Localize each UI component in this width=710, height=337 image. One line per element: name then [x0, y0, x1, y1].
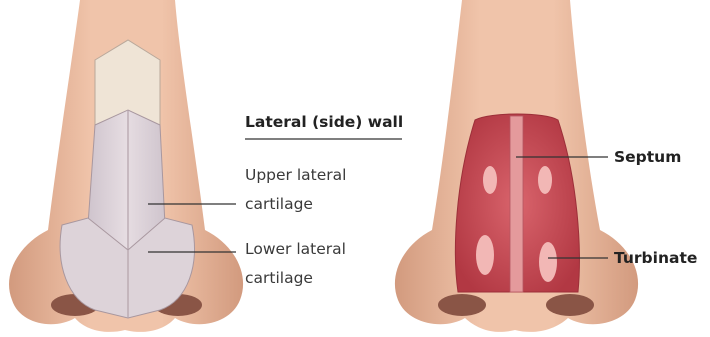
upper-turbinate-right	[538, 166, 552, 194]
right-nostril-right	[546, 294, 594, 316]
lower-lateral-label-line1: Lower lateral	[245, 242, 346, 258]
lower-lateral-label-line2: cartilage	[245, 271, 313, 287]
septum	[510, 116, 523, 292]
right-nostril-left	[438, 294, 486, 316]
lateral-wall-label: Lateral (side) wall	[245, 115, 403, 131]
lower-turbinate-left	[476, 235, 494, 275]
left-nose	[9, 0, 243, 332]
upper-turbinate-left	[483, 166, 497, 194]
right-nose	[395, 0, 638, 332]
turbinate-label: Turbinate	[614, 251, 697, 267]
lower-turbinate-right	[539, 242, 557, 282]
septum-label: Septum	[614, 150, 681, 166]
upper-lateral-label-line2: cartilage	[245, 197, 313, 213]
upper-lateral-label-line1: Upper lateral	[245, 168, 346, 184]
